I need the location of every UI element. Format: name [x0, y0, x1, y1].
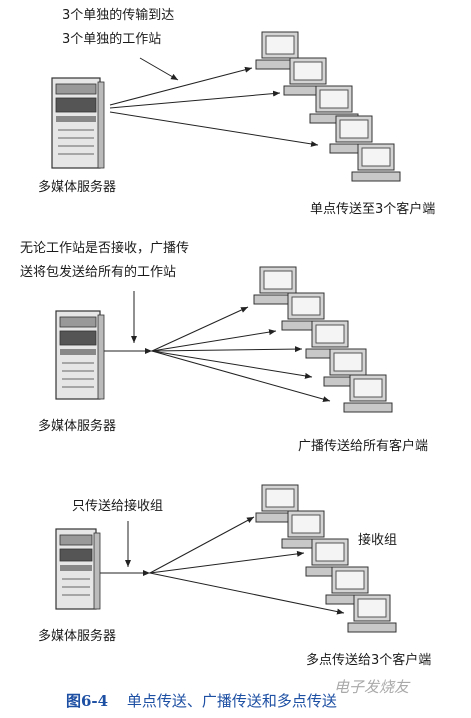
unicast-workstation-4: [329, 115, 379, 154]
figure-caption: 图6-4 单点传送、广播传送和多点传送: [66, 690, 337, 711]
broadcast-arrow-1: [151, 306, 249, 352]
unicast-arrow-1: [109, 66, 253, 106]
multicast-server-icon: [55, 528, 101, 610]
unicast-annotation-arrow: [139, 57, 179, 81]
multicast-annotation-line-1: 只传送给接收组: [72, 499, 164, 514]
figure-caption-text: 单点传送、广播传送和多点传送: [126, 692, 337, 710]
broadcast-arrow-5: [151, 350, 331, 402]
multicast-diagram: [55, 484, 397, 633]
multicast-arrow-3: [149, 572, 345, 615]
broadcast-annotation-line-2: 送将包发送给所有的工作站: [20, 265, 177, 280]
multicast-client-label: 多点传送给3个客户端: [306, 653, 432, 668]
multicast-panel: 只传送给接收组: [0, 465, 471, 680]
unicast-workstation-5: [351, 143, 401, 182]
unicast-annotation-line-2: 3个单独的工作站: [62, 32, 162, 47]
broadcast-annotation-line-1: 无论工作站是否接收，广播传: [20, 241, 190, 256]
broadcast-workstation-1: [253, 266, 303, 305]
unicast-panel: 3个单独的传输到达 3个单独的工作站: [0, 0, 471, 235]
broadcast-arrow-2: [151, 329, 277, 352]
multicast-arrow-2: [149, 550, 305, 574]
broadcast-workstation-5: [343, 374, 393, 413]
broadcast-workstation-4: [323, 348, 373, 387]
unicast-arrow-2: [109, 90, 281, 109]
broadcast-arrow-4: [151, 350, 313, 379]
figure-number: 图6-4: [66, 692, 109, 710]
unicast-arrow-3: [109, 111, 319, 147]
broadcast-client-label: 广播传送给所有客户端: [298, 439, 429, 454]
broadcast-workstation-2: [281, 292, 331, 331]
multicast-workstation-1: [255, 484, 305, 523]
multicast-workstation-4: [325, 566, 375, 605]
multicast-group-label: 接收组: [358, 533, 398, 548]
broadcast-panel: 无论工作站是否接收，广播传 送将包发送给所有的工作站: [0, 235, 471, 465]
unicast-workstation-2: [283, 57, 333, 96]
unicast-diagram: [51, 31, 401, 182]
broadcast-arrow-3: [151, 346, 303, 353]
broadcast-server-label: 多媒体服务器: [38, 419, 117, 434]
multicast-workstation-3: [305, 538, 355, 577]
unicast-server-label: 多媒体服务器: [38, 180, 117, 195]
unicast-annotation-line-1: 3个单独的传输到达: [62, 8, 175, 23]
unicast-workstation-3: [309, 85, 359, 124]
broadcast-server-icon: [55, 310, 105, 400]
multicast-server-label: 多媒体服务器: [38, 629, 117, 644]
multicast-workstation-5: [347, 594, 397, 633]
broadcast-diagram: [55, 266, 393, 413]
multicast-arrow-1: [149, 516, 255, 574]
unicast-client-label: 单点传送至3个客户端: [310, 202, 436, 217]
watermark: 电子发烧友: [334, 678, 410, 696]
unicast-server-icon: [51, 77, 105, 169]
